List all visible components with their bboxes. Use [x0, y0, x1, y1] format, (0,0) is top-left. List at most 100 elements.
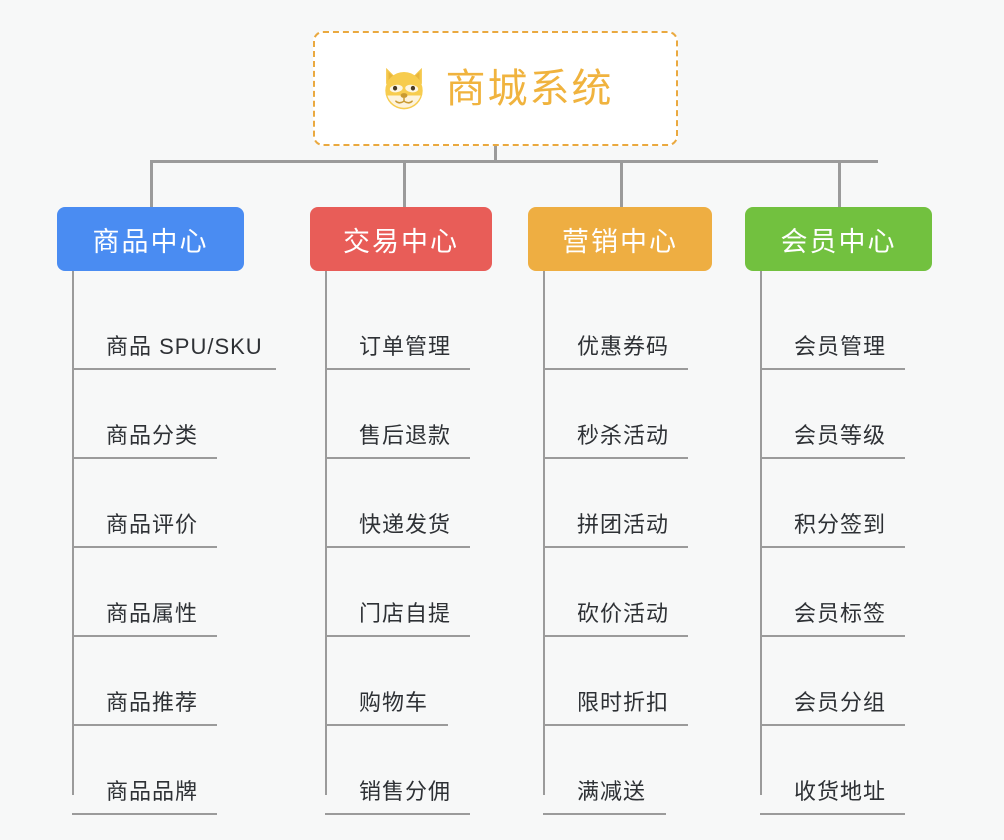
leaf-item[interactable]: 商品分类	[72, 370, 244, 459]
leaf-item[interactable]: 优惠券码	[543, 281, 712, 370]
leaf-item[interactable]: 商品品牌	[72, 726, 244, 815]
leaf-item[interactable]: 商品推荐	[72, 637, 244, 726]
leaf-item[interactable]: 会员等级	[760, 370, 932, 459]
leaf-item[interactable]: 满减送	[543, 726, 712, 815]
category-header-marketing[interactable]: 营销中心	[528, 207, 712, 271]
leaf-underline	[72, 546, 217, 548]
leaf-underline	[543, 368, 688, 370]
leaf-list-trade: 订单管理 售后退款 快递发货 门店自提 购物车 销售分佣	[325, 271, 492, 815]
leaf-underline	[543, 546, 688, 548]
leaf-item[interactable]: 销售分佣	[325, 726, 492, 815]
leaf-label: 购物车	[359, 690, 429, 715]
leaf-underline	[760, 724, 905, 726]
category-column-member: 会员中心 会员管理 会员等级 积分签到 会员标签 会员分组	[745, 207, 932, 815]
leaf-underline	[760, 368, 905, 370]
leaf-item[interactable]: 积分签到	[760, 459, 932, 548]
leaf-underline	[72, 457, 217, 459]
leaf-item[interactable]: 砍价活动	[543, 548, 712, 637]
category-column-trade: 交易中心 订单管理 售后退款 快递发货 门店自提 购物车	[310, 207, 492, 815]
leaf-item[interactable]: 门店自提	[325, 548, 492, 637]
category-column-product: 商品中心 商品 SPU/SKU 商品分类 商品评价 商品属性 商品推荐	[57, 207, 276, 815]
category-header-member[interactable]: 会员中心	[745, 207, 932, 271]
branch-trunk	[72, 271, 74, 795]
category-header-product[interactable]: 商品中心	[57, 207, 244, 271]
leaf-underline	[325, 368, 470, 370]
leaf-item[interactable]: 商品评价	[72, 459, 244, 548]
leaf-label: 限时折扣	[577, 690, 670, 715]
leaf-label: 会员分组	[794, 690, 887, 715]
leaf-label: 门店自提	[359, 601, 452, 626]
leaf-label: 拼团活动	[577, 512, 670, 537]
leaf-underline	[72, 368, 276, 370]
leaf-label: 销售分佣	[359, 779, 452, 804]
leaf-label: 售后退款	[359, 423, 452, 448]
leaf-label: 积分签到	[794, 512, 887, 537]
leaf-underline	[72, 635, 217, 637]
leaf-underline	[325, 813, 470, 815]
leaf-underline	[543, 724, 688, 726]
leaf-label: 商品属性	[106, 601, 199, 626]
leaf-label: 收货地址	[794, 779, 887, 804]
leaf-item[interactable]: 限时折扣	[543, 637, 712, 726]
leaf-list-member: 会员管理 会员等级 积分签到 会员标签 会员分组 收货地址	[760, 271, 932, 815]
leaf-underline	[760, 457, 905, 459]
leaf-item[interactable]: 收货地址	[760, 726, 932, 815]
leaf-item[interactable]: 购物车	[325, 637, 492, 726]
branch-trunk	[760, 271, 762, 795]
root-title: 商城系统	[445, 66, 614, 111]
leaf-item[interactable]: 商品属性	[72, 548, 244, 637]
leaf-label: 快递发货	[359, 512, 452, 537]
leaf-label: 会员标签	[794, 601, 887, 626]
leaf-underline	[325, 635, 470, 637]
leaf-underline	[325, 457, 470, 459]
leaf-underline	[543, 457, 688, 459]
connector-horizontal-bus	[150, 160, 878, 163]
leaf-item[interactable]: 商品 SPU/SKU	[72, 281, 276, 370]
leaf-label: 订单管理	[359, 334, 452, 359]
branch-trunk	[543, 271, 545, 795]
leaf-item[interactable]: 秒杀活动	[543, 370, 712, 459]
category-header-label: 交易中心	[343, 226, 459, 257]
leaf-item[interactable]: 会员分组	[760, 637, 932, 726]
leaf-item[interactable]: 会员管理	[760, 281, 932, 370]
category-header-label: 营销中心	[562, 226, 678, 257]
leaf-item[interactable]: 会员标签	[760, 548, 932, 637]
category-header-label: 会员中心	[780, 226, 897, 257]
leaf-underline	[760, 635, 905, 637]
leaf-item[interactable]: 拼团活动	[543, 459, 712, 548]
leaf-label: 商品品牌	[106, 779, 199, 804]
leaf-underline	[325, 546, 470, 548]
connector-drop-2	[403, 160, 406, 207]
connector-drop-3	[620, 160, 623, 207]
leaf-list-marketing: 优惠券码 秒杀活动 拼团活动 砍价活动 限时折扣 满减送	[543, 271, 712, 815]
leaf-item[interactable]: 售后退款	[325, 370, 492, 459]
leaf-label: 商品分类	[106, 423, 199, 448]
shiba-dog-face-icon	[378, 63, 430, 115]
category-header-trade[interactable]: 交易中心	[310, 207, 492, 271]
connector-drop-4	[838, 160, 841, 207]
leaf-label: 会员等级	[794, 423, 887, 448]
leaf-label: 砍价活动	[577, 601, 670, 626]
leaf-label: 满减送	[577, 779, 647, 804]
leaf-underline	[543, 635, 688, 637]
category-header-label: 商品中心	[92, 226, 209, 257]
root-node[interactable]: 商城系统	[313, 31, 678, 146]
leaf-item[interactable]: 快递发货	[325, 459, 492, 548]
category-column-marketing: 营销中心 优惠券码 秒杀活动 拼团活动 砍价活动 限时折扣	[528, 207, 712, 815]
leaf-item[interactable]: 订单管理	[325, 281, 492, 370]
leaf-underline	[72, 813, 217, 815]
leaf-label: 优惠券码	[577, 334, 670, 359]
leaf-label: 商品 SPU/SKU	[106, 334, 263, 359]
connector-drop-1	[150, 160, 153, 207]
leaf-label: 商品评价	[106, 512, 199, 537]
leaf-underline	[760, 546, 905, 548]
branch-trunk	[325, 271, 327, 795]
leaf-label: 秒杀活动	[577, 423, 670, 448]
leaf-underline	[325, 724, 448, 726]
leaf-underline	[760, 813, 905, 815]
leaf-underline	[543, 813, 666, 815]
leaf-list-product: 商品 SPU/SKU 商品分类 商品评价 商品属性 商品推荐 商品品牌	[72, 271, 276, 815]
connector-root-stem	[494, 146, 497, 162]
leaf-underline	[72, 724, 217, 726]
